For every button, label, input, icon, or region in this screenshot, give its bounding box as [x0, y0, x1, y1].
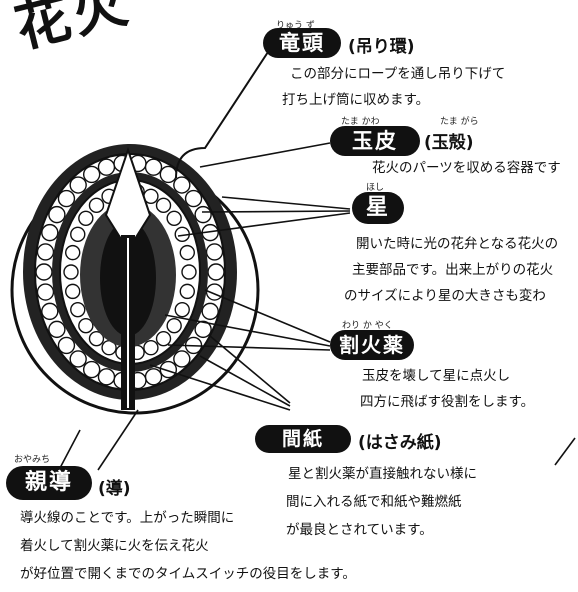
- star-pellet: [82, 360, 101, 379]
- oyamichi-desc-3: が好位置で開くまでのタイムスイッチの役目をします。: [20, 566, 356, 582]
- hoshi-desc-3: のサイズにより星の大きさも変わ: [344, 288, 546, 304]
- oyamichi-desc-1: 導火線のことです。上がった瞬間に: [20, 510, 235, 526]
- tamagawa-badge: 玉皮: [330, 126, 420, 156]
- star-pellet: [97, 368, 116, 386]
- hoshi-ruby: ほし: [366, 183, 385, 193]
- star-pellet: [184, 189, 203, 208]
- star-pellet: [70, 226, 86, 243]
- star-pellet: [207, 263, 225, 281]
- star-pellet: [179, 244, 195, 261]
- star-pellet: [166, 210, 182, 226]
- star-pellet: [36, 243, 55, 261]
- aidagami-desc-1: 星と割火薬が直接触れない様に: [288, 466, 477, 482]
- ryuzu-desc-1: この部分にロープを通し吊り下げて: [290, 66, 506, 82]
- warikayaku-desc-1: 玉皮を壊して星に点火し: [362, 368, 511, 384]
- star-pellet: [179, 283, 195, 300]
- ryuzu-desc-2: 打ち上げ筒に収めます。: [282, 92, 430, 108]
- star-pellet: [65, 244, 81, 261]
- star-pellet: [155, 330, 172, 347]
- star-pellet: [159, 360, 178, 379]
- hoshi-desc-1: 開いた時に光の花弁となる花火の: [356, 236, 559, 252]
- oyamichi-alias: (導): [98, 479, 131, 499]
- ryuzu-badge: 竜頭: [263, 28, 341, 58]
- star-pellet: [36, 283, 55, 301]
- star-pellet: [35, 263, 53, 281]
- star-pellet: [144, 158, 163, 176]
- hoshi-badge: 星: [352, 192, 404, 224]
- star-pellet: [194, 205, 212, 224]
- star-pellet: [143, 340, 159, 356]
- star-pellet: [144, 368, 163, 386]
- warikayaku-badge: 割火薬: [330, 330, 414, 360]
- aidagami-desc-2: 間に入れる紙で和紙や難燃紙: [286, 494, 462, 510]
- oyamichi-desc-2: 着火して割火薬に火を伝え花火: [20, 538, 209, 554]
- star-pellet: [173, 176, 191, 194]
- warikayaku-desc-2: 四方に飛ばす役割をします。: [360, 394, 535, 410]
- star-pellet: [57, 336, 76, 355]
- star-pellet: [88, 330, 105, 347]
- tamagawa-alias-ruby: たま がら: [440, 117, 479, 127]
- star-pellet: [159, 165, 178, 184]
- star-pellet: [173, 350, 191, 368]
- star-pellet: [78, 318, 94, 334]
- star-pellet: [63, 264, 79, 280]
- star-pellet: [201, 302, 219, 321]
- aidagami-badge: 間紙: [255, 425, 351, 453]
- star-pellet: [97, 158, 116, 176]
- star-pellet: [82, 165, 101, 184]
- star-pellet: [155, 197, 172, 214]
- warikayaku-ruby: わり か やく: [342, 321, 393, 331]
- tamagawa-alias: (玉殻): [424, 133, 474, 153]
- star-pellet: [174, 301, 190, 318]
- star-pellet: [70, 301, 86, 318]
- star-pellet: [48, 320, 66, 339]
- oyamichi-ruby: おやみち: [14, 455, 51, 465]
- star-pellet: [181, 264, 197, 280]
- star-pellet: [41, 223, 59, 242]
- tamagawa-desc-1: 花火のパーツを収める容器です: [372, 160, 561, 176]
- aidagami-alias: (はさみ紙): [358, 433, 442, 453]
- ryuzu-alias: (吊り環): [348, 37, 415, 57]
- star-pellet: [57, 189, 76, 208]
- star-pellet: [41, 302, 59, 321]
- star-pellet: [205, 243, 224, 261]
- star-pellet: [166, 318, 182, 334]
- oyamichi-badge: 親導: [6, 466, 92, 500]
- tamagawa-ruby: たま かわ: [341, 117, 380, 127]
- star-pellet: [78, 210, 94, 226]
- ryuzu-ruby: りゅう ず: [276, 21, 315, 31]
- star-pellet: [48, 205, 66, 224]
- aidagami-desc-3: が最良とされています。: [286, 522, 433, 538]
- hook-loop: [175, 51, 269, 179]
- star-pellet: [88, 197, 105, 214]
- hoshi-desc-2: 主要部品です。出来上がりの花火: [352, 262, 554, 278]
- star-pellet: [69, 350, 87, 368]
- star-pellet: [65, 283, 81, 300]
- star-pellet: [69, 176, 87, 194]
